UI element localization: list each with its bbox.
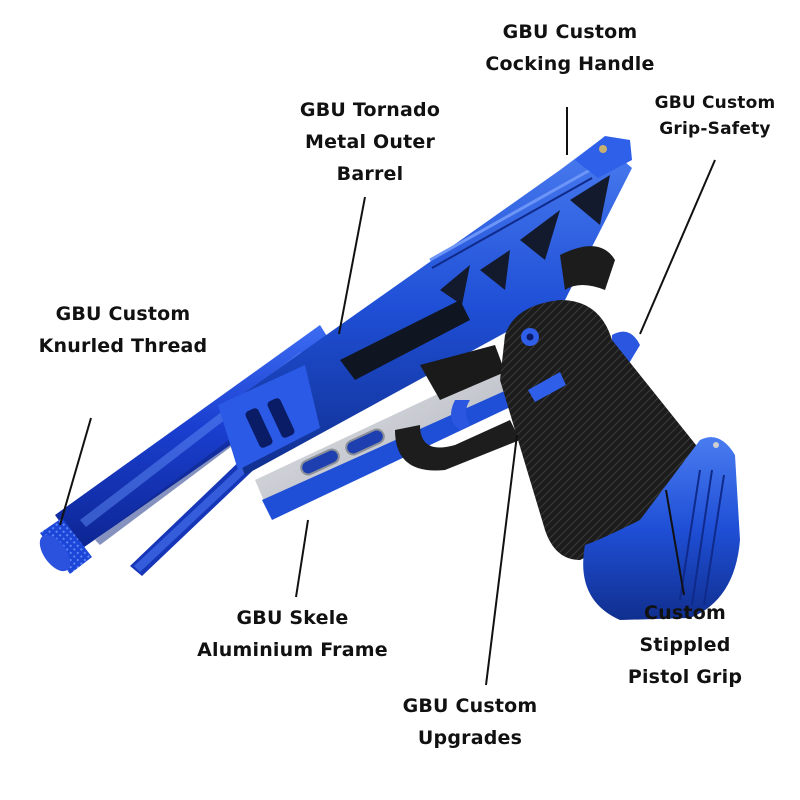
label-skele-frame: GBU Skele Aluminium Frame — [180, 602, 405, 666]
label-line: Aluminium Frame — [197, 639, 388, 661]
label-line: GBU Custom — [55, 303, 191, 325]
trigger-guard — [395, 400, 520, 471]
label-line: Barrel — [336, 163, 404, 185]
cocking-handle — [575, 136, 632, 178]
label-line: Cocking Handle — [485, 53, 655, 75]
leader-line-grip-safety — [639, 159, 716, 335]
label-outer-barrel: GBU Tornado Metal Outer Barrel — [270, 94, 470, 190]
leader-line-custom-upgrades — [485, 434, 518, 686]
label-line: GBU Tornado — [299, 99, 441, 121]
magazine-basepad — [583, 437, 740, 620]
leader-line-skele-frame — [295, 519, 309, 598]
label-line: GBU Skele — [236, 607, 349, 629]
leader-line-outer-barrel — [338, 196, 366, 335]
label-grip-safety: GBU Custom Grip-Safety — [630, 90, 800, 142]
label-line: GBU Custom — [654, 93, 776, 113]
slide-stop — [420, 345, 505, 400]
knurled-thread-protector — [39, 518, 92, 574]
label-line: Grip-Safety — [659, 119, 771, 139]
label-line: Pistol Grip — [627, 666, 743, 688]
label-line: GBU Custom — [402, 695, 538, 717]
label-stippled-grip: Custom Stippled Pistol Grip — [600, 597, 770, 693]
label-line: Metal Outer — [304, 131, 436, 153]
label-line: Custom — [644, 602, 726, 624]
label-cocking-handle: GBU Custom Cocking Handle — [460, 16, 680, 80]
label-line: Knurled Thread — [38, 335, 208, 357]
label-line: Upgrades — [417, 727, 523, 749]
slide — [218, 140, 632, 475]
leader-line-stippled-grip — [665, 489, 685, 596]
label-line: Stippled — [639, 634, 731, 656]
label-line: GBU Custom — [502, 21, 638, 43]
stippled-grip — [500, 300, 700, 560]
label-custom-upgrades: GBU Custom Upgrades — [380, 690, 560, 754]
label-knurled-thread: GBU Custom Knurled Thread — [18, 298, 228, 362]
leader-line-knurled-thread — [59, 417, 92, 526]
